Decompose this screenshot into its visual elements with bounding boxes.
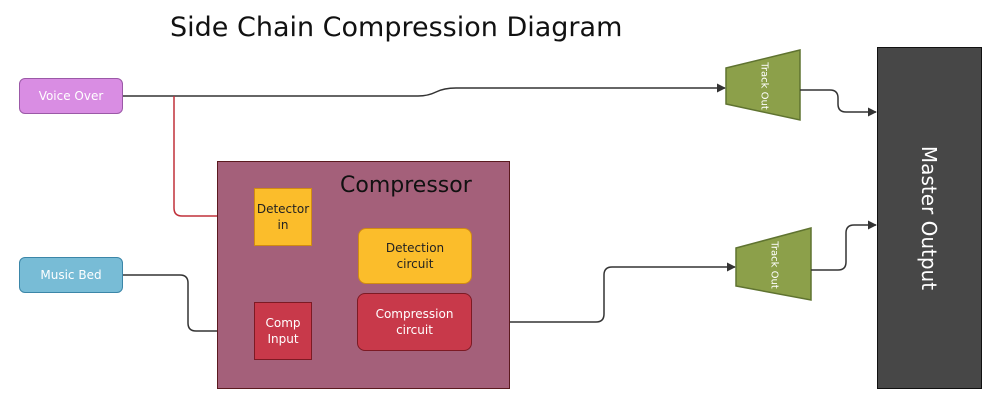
detector-in-label: Detector in: [256, 201, 310, 232]
track-out-bottom-label: Track Out: [768, 241, 780, 289]
track-out-top-shape: [725, 49, 801, 121]
voice-over-label: Voice Over: [38, 89, 104, 103]
connector-trackout-bottom-to-master: [811, 220, 877, 271]
track-out-bottom-shape: [735, 227, 812, 301]
compressor-label: Compressor: [340, 173, 472, 198]
detection-circuit-node: Detection circuit: [358, 228, 472, 284]
connector-music-to-compinput: [123, 274, 254, 336]
comp-input-node: Comp Input: [254, 302, 312, 360]
detector-in-node: Detector in: [254, 188, 312, 246]
master-output-label: Master Output: [917, 145, 942, 291]
track-out-top-label: Track Out: [758, 62, 770, 110]
connector-compression-to-trackout: [472, 262, 736, 323]
detection-circuit-label: Detection circuit: [385, 240, 445, 271]
voice-over-node: Voice Over: [19, 78, 123, 114]
master-output-node: Master Output: [877, 47, 982, 389]
compression-circuit-label: Compression circuit: [375, 306, 454, 337]
connector-trackout-top-to-master: [800, 89, 877, 117]
connector-voice-to-trackout: [123, 83, 726, 97]
music-bed-label: Music Bed: [40, 268, 102, 282]
diagram-title: Side Chain Compression Diagram: [170, 12, 623, 43]
compression-circuit-node: Compression circuit: [357, 293, 472, 351]
music-bed-node: Music Bed: [19, 257, 123, 293]
connector-sidechain: [173, 96, 254, 221]
comp-input-label: Comp Input: [265, 315, 301, 346]
